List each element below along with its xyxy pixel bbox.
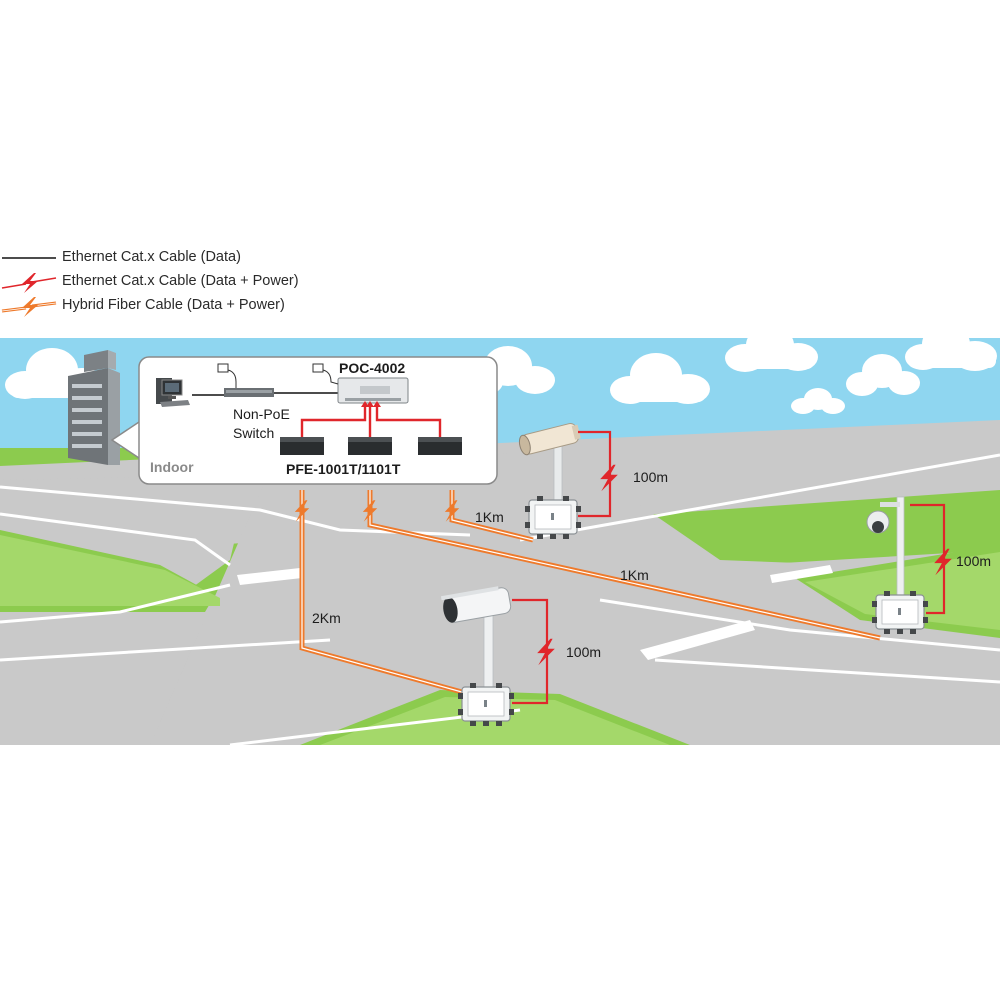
legend-item-ethernet-power: Ethernet Cat.x Cable (Data + Power) <box>0 270 340 294</box>
non-poe-switch-icon <box>224 388 274 397</box>
crosswalk-marks <box>237 565 833 660</box>
office-building <box>68 350 120 465</box>
legend-label: Hybrid Fiber Cable (Data + Power) <box>62 297 285 313</box>
distance-label: 1Km <box>475 509 504 525</box>
computer-icon <box>156 378 190 407</box>
legend-item-ethernet-data: Ethernet Cat.x Cable (Data) <box>0 246 340 270</box>
legend-label: Ethernet Cat.x Cable (Data + Power) <box>62 273 299 289</box>
grass-patch-left-inner <box>0 535 220 606</box>
bullet-camera-bottom <box>440 586 515 727</box>
legend-item-hybrid-fiber: Hybrid Fiber Cable (Data + Power) <box>0 294 340 318</box>
poc-label: POC-4002 <box>339 360 405 376</box>
dome-camera-right <box>866 496 929 635</box>
orange-lightning-icon <box>1 297 57 317</box>
switch-label-line1: Non-PoE <box>233 406 290 422</box>
poe-links-indoor <box>300 407 442 437</box>
pfe-label: PFE-1001T/1101T <box>286 461 401 477</box>
power-plug-icon <box>312 363 339 385</box>
distance-label: 1Km <box>620 567 649 583</box>
distance-label: 2Km <box>312 610 341 626</box>
bullet-camera-top <box>518 423 582 540</box>
poc-4002-device-icon <box>337 377 409 404</box>
legend-label: Ethernet Cat.x Cable (Data) <box>62 249 241 265</box>
distance-label: 100m <box>633 469 668 485</box>
distance-label: 100m <box>956 553 991 569</box>
legend: Ethernet Cat.x Cable (Data) Ethernet Cat… <box>0 246 340 318</box>
hybrid-fiber-cables <box>299 490 881 700</box>
red-lightning-icon <box>1 273 57 293</box>
indoor-label: Indoor <box>150 459 194 475</box>
distance-label: 100m <box>566 644 601 660</box>
switch-label-line2: Switch <box>233 425 274 441</box>
black-line-icon <box>2 257 56 259</box>
pfe-units-icon <box>280 437 462 455</box>
power-plug-icon <box>217 363 237 388</box>
